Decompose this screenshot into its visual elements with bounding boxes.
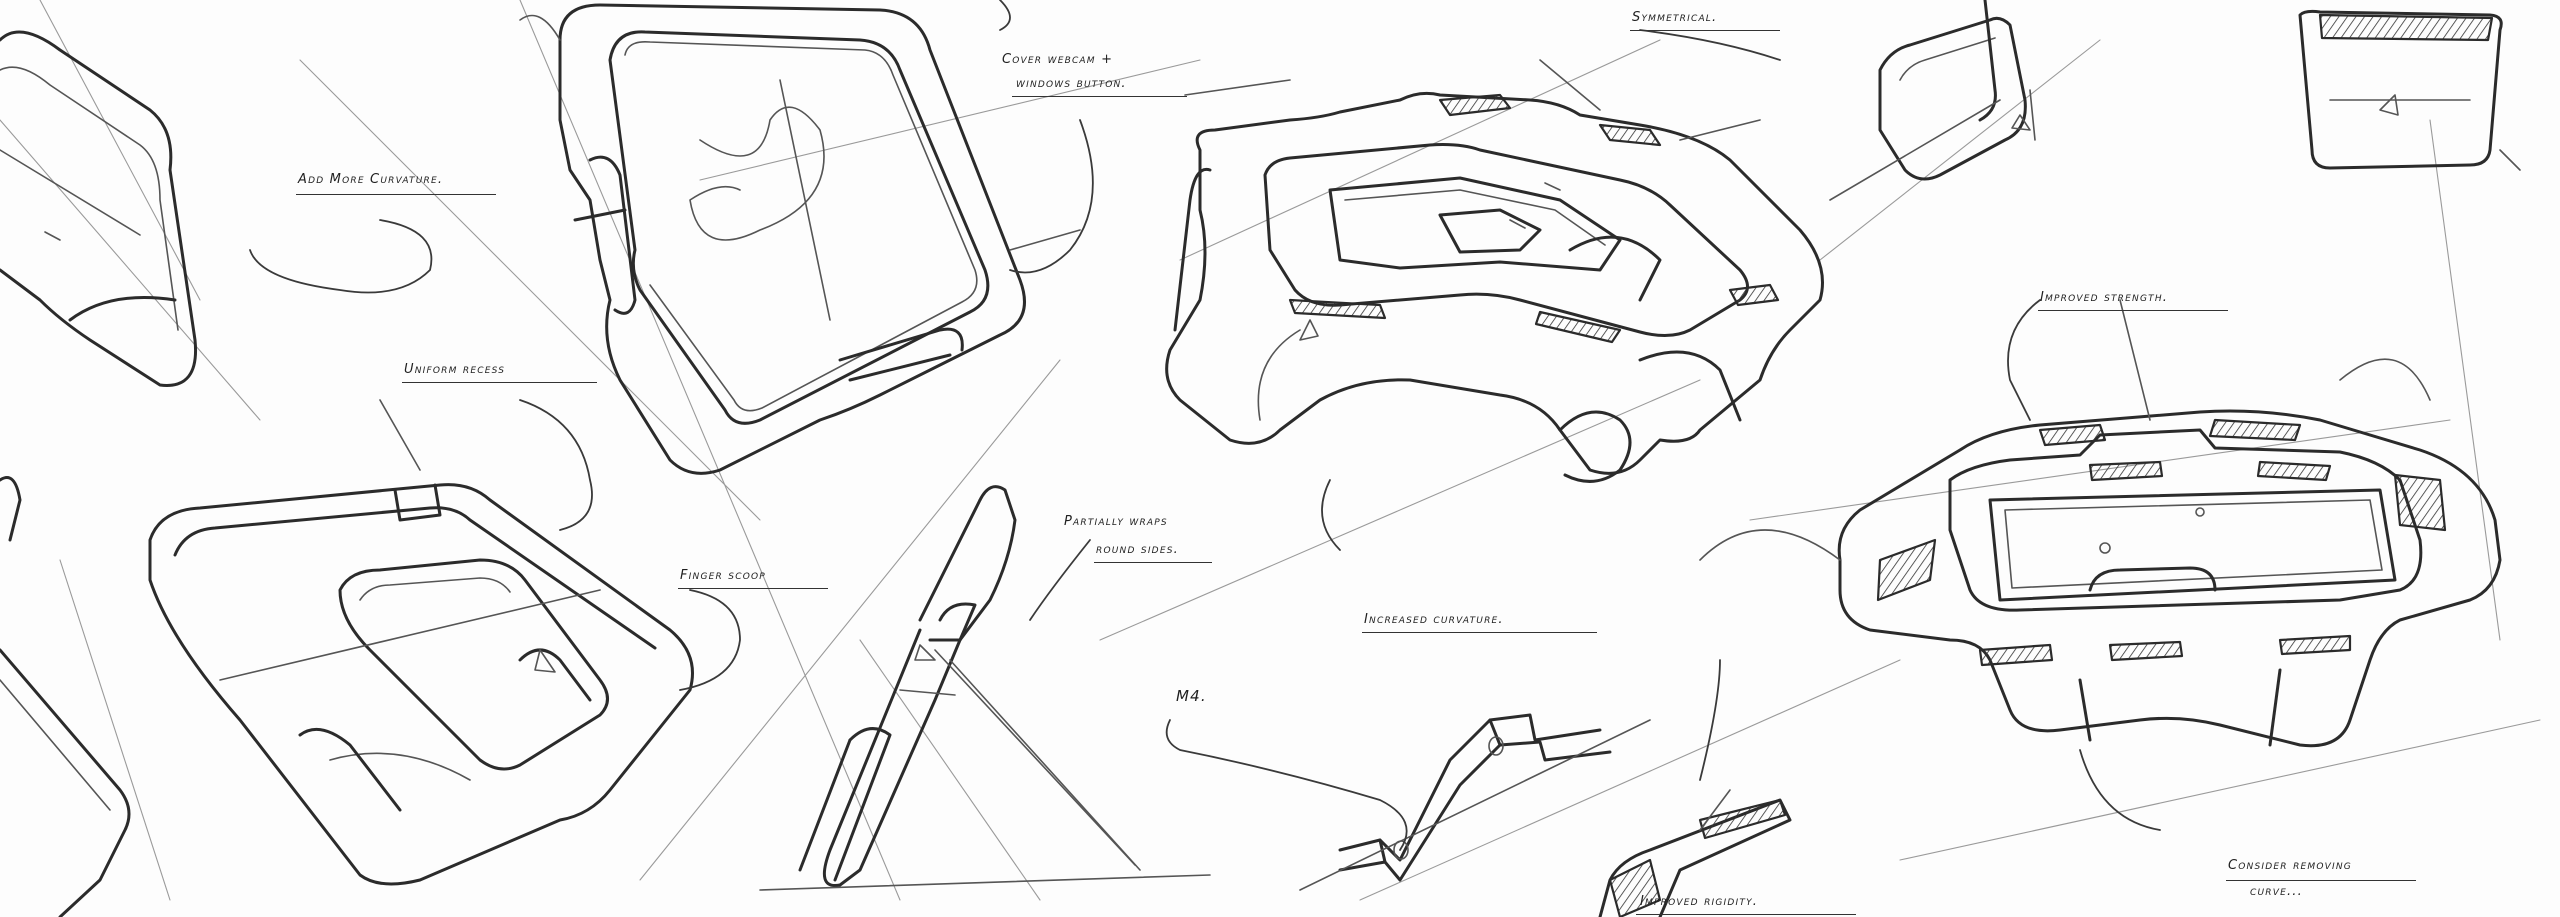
sketch-detail-top-right: [1829, 0, 2036, 201]
note-underline: [1630, 30, 1780, 31]
note-underline: [1094, 562, 1212, 563]
sketch-case-uniform-recess: [148, 399, 694, 886]
note-underline: [2038, 310, 2228, 311]
sketch-tablet-case: [519, 3, 1081, 475]
sketch-strength-case: [1699, 299, 2502, 748]
note-increased-curvature: Increased curvature.: [1364, 612, 1504, 627]
note-underline: [1362, 632, 1597, 633]
sketch-symmetrical-case: [1165, 59, 1824, 483]
note-symmetrical: Symmetrical.: [1632, 10, 1718, 25]
note-partially-wraps-line1: Partially wraps: [1064, 514, 1168, 529]
note-improved-strength: Improved strength.: [2040, 290, 2169, 305]
sketch-kickstand: [759, 485, 1211, 891]
note-uniform-recess: Uniform recess: [404, 362, 506, 377]
note-underline: [1012, 96, 1187, 97]
sketch-case-top-left: [0, 30, 198, 387]
note-partially-wraps-line2: round sides.: [1096, 542, 1179, 557]
note-consider-removing-line2: curve...: [2250, 884, 2303, 899]
sketch-rigidity-detail: [1598, 789, 1792, 917]
note-finger-scoop: Finger scoop: [680, 568, 766, 583]
note-underline: [296, 194, 496, 195]
note-add-more-curvature: Add More Curvature.: [298, 172, 444, 187]
note-underline: [402, 382, 597, 383]
note-consider-removing-line1: Consider removing: [2228, 858, 2352, 873]
note-m4: M4.: [1176, 687, 1207, 705]
note-underline: [1636, 914, 1856, 915]
note-improved-rigidity: Improved rigidity.: [1640, 894, 1759, 909]
construction-lines: [0, 0, 2541, 901]
sketch-corner-piece: [2298, 9, 2521, 171]
note-underline: [2226, 880, 2416, 881]
note-webcam-line1: Cover webcam +: [1002, 52, 1114, 67]
note-underline: [678, 588, 828, 589]
sketch-left-edge-partial: [0, 476, 131, 917]
sketch-m4-bracket: [1299, 713, 1651, 891]
note-webcam-line2: windows button.: [1016, 76, 1127, 91]
annotation-leaders: [249, 0, 2161, 851]
